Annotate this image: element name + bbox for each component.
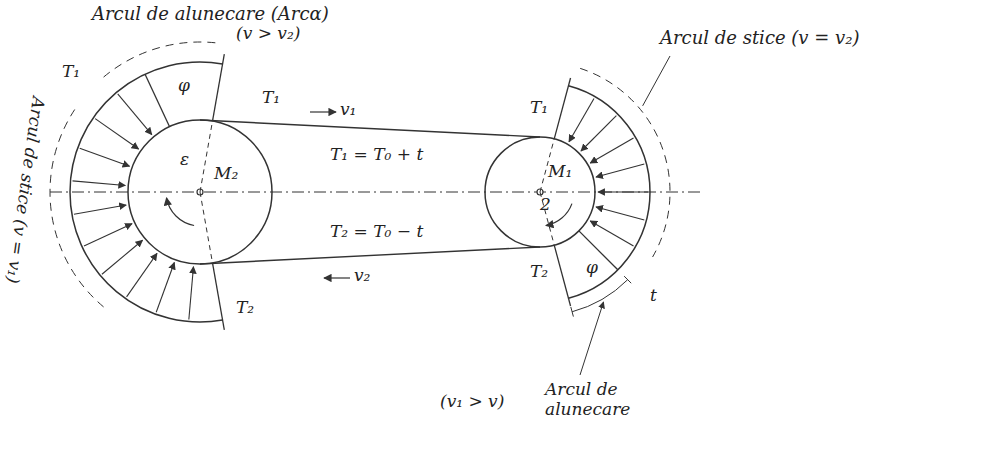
arc-title: Arcul de alunecare (Arcα): [92, 4, 329, 25]
tension-line: [213, 54, 225, 121]
arc-extent: [580, 68, 670, 257]
arc-bracket-tick: [571, 307, 574, 317]
pressure-arrow: [80, 148, 130, 166]
symbol-label: t: [650, 286, 657, 306]
pressure-arrow: [581, 116, 616, 151]
pressure-arrow: [189, 267, 194, 320]
symbol-label: ε: [180, 150, 189, 170]
pressure-envelope: [568, 86, 650, 299]
pressure-arrow: [590, 221, 633, 246]
velocity-label: v₁: [340, 100, 356, 120]
pressure-envelope: [70, 62, 223, 322]
symbol-label: 2: [540, 195, 551, 215]
tension-line: [200, 121, 213, 192]
angle-label: φ: [586, 258, 598, 278]
arc-bracket: [572, 280, 628, 312]
leader-line: [643, 56, 670, 106]
moment-label: M₂: [214, 164, 238, 184]
pressure-arrow: [596, 164, 644, 177]
rotation-arrow: [167, 198, 195, 226]
driven-pulley: [128, 120, 272, 264]
pressure-arrow: [72, 181, 125, 186]
pressure-arrow: [118, 94, 152, 135]
arc-title: Arcul de alunecare: [545, 380, 665, 419]
tension-line: [554, 78, 570, 139]
arc-condition: (v₁ > v): [440, 392, 504, 412]
pressure-arrow: [84, 224, 132, 246]
pressure-arrow: [74, 205, 126, 214]
tension-label: T₁: [262, 88, 280, 108]
sector-boundary: [579, 231, 618, 270]
pressure-arrow: [590, 138, 633, 163]
pressure-arrow: [598, 191, 648, 192]
tension-label: T₂: [236, 298, 254, 318]
arc-extent: [104, 42, 221, 77]
arc-extent: [50, 106, 104, 307]
pressure-arrow: [596, 207, 644, 220]
center-line: [50, 192, 700, 193]
pressure-arrow: [102, 240, 143, 274]
tension-formula: T₂ = T₀ − t: [330, 222, 423, 242]
tension-label: T₁: [530, 98, 548, 118]
arc-bracket-tick: [624, 276, 631, 283]
arc-title: Arcul de stice (v = v₂): [660, 28, 859, 49]
tension-line: [200, 192, 213, 263]
tension-line: [540, 192, 554, 245]
driving-pulley: [485, 137, 595, 247]
angle-label: φ: [178, 76, 190, 96]
tension-line: [554, 245, 570, 306]
tension-label: T₂: [530, 262, 548, 282]
arc-condition: (v > v₂): [236, 24, 300, 44]
belt-slack-side: [200, 247, 540, 264]
tension-label: T₁: [62, 62, 80, 82]
arc-title: Arcul de stice (v = v₁): [2, 95, 48, 284]
velocity-arrow: [310, 111, 336, 112]
pressure-arrow: [95, 119, 138, 149]
tension-line: [213, 263, 225, 330]
velocity-arrow: [324, 277, 350, 278]
pressure-arrow: [156, 262, 174, 312]
pressure-arrow: [569, 98, 594, 141]
moment-label: M₁: [548, 162, 572, 182]
belt-tight-side: [200, 120, 540, 137]
tension-formula: T₁ = T₀ + t: [330, 145, 423, 165]
pressure-arrow: [127, 253, 157, 296]
velocity-label: v₂: [354, 266, 370, 286]
sector-boundary: [145, 74, 170, 127]
leader-line: [580, 302, 604, 375]
